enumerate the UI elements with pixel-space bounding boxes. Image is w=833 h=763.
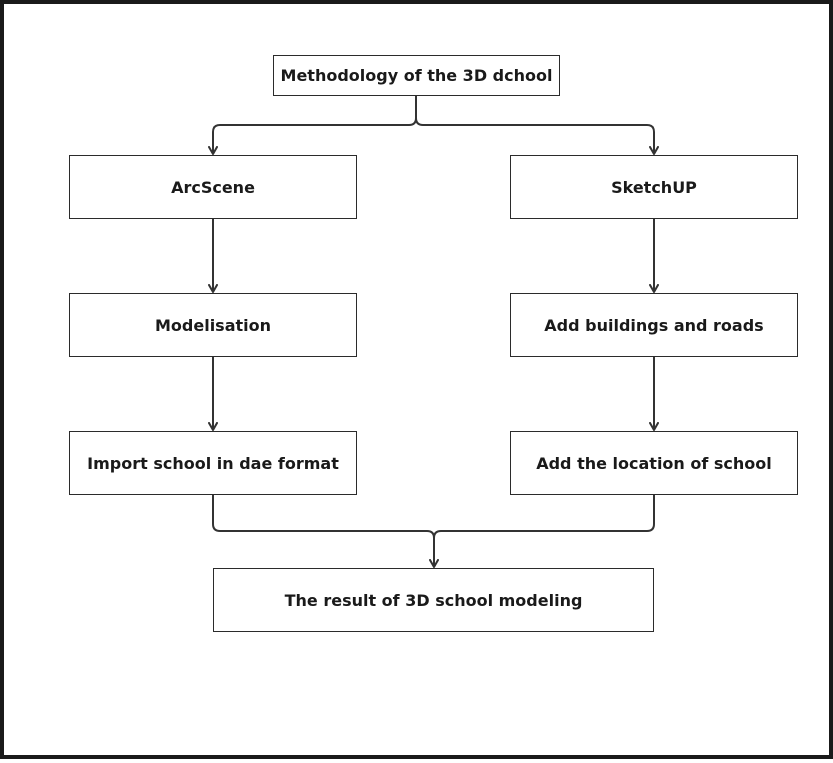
connector-location-to-result — [433, 495, 655, 539]
add-location-label: Add the location of school — [536, 453, 772, 473]
import-school-label: Import school in dae format — [87, 453, 339, 473]
arcscene-box: ArcScene — [69, 155, 357, 219]
methodology-title-label: Methodology of the 3D dchool — [280, 66, 553, 85]
add-location-box: Add the location of school — [510, 431, 798, 495]
result-label: The result of 3D school modeling — [284, 590, 583, 610]
connectors-layer — [208, 96, 659, 568]
methodology-title-box: Methodology of the 3D dchool — [273, 55, 560, 96]
result-box: The result of 3D school modeling — [213, 568, 654, 632]
connector-title-to-arcscene — [208, 96, 417, 155]
sketchup-box: SketchUP — [510, 155, 798, 219]
sketchup-label: SketchUP — [611, 177, 697, 197]
connector-import-to-result — [212, 495, 439, 568]
add-buildings-box: Add buildings and roads — [510, 293, 798, 357]
modelisation-label: Modelisation — [154, 315, 272, 335]
modelisation-box: Modelisation — [69, 293, 357, 357]
arcscene-label: ArcScene — [171, 177, 255, 197]
import-school-box: Import school in dae format — [69, 431, 357, 495]
add-buildings-label: Add buildings and roads — [544, 315, 764, 335]
connector-title-to-sketchup — [415, 117, 659, 155]
